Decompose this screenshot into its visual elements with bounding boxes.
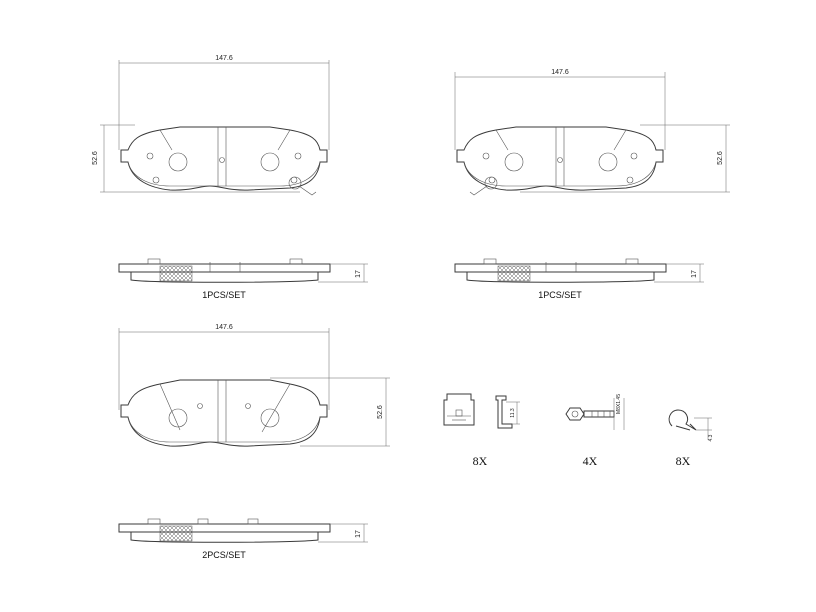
width-dimension: 147.6 <box>215 324 233 331</box>
width-dimension: 147.6 <box>215 55 233 62</box>
width-dimension: 147.6 <box>551 69 569 76</box>
clip-quantity: 8X <box>473 454 488 468</box>
clip-dimension: 11.3 <box>510 408 516 418</box>
set-label: 1PCS/SET <box>202 290 246 300</box>
set-label: 2PCS/SET <box>202 550 246 560</box>
spring-dimension: 4.3 <box>708 434 714 441</box>
pad-top-right-front: 147.6 52.6 <box>454 69 730 196</box>
spring-icon: 4.3 <box>668 409 714 441</box>
bolt-icon: M8X1.45 <box>565 394 625 430</box>
spring-quantity: 8X <box>676 454 691 468</box>
bolt-dimension: M8X1.45 <box>616 394 622 414</box>
height-dimension: 52.6 <box>377 405 384 419</box>
bolt-quantity: 4X <box>583 454 598 468</box>
set-label: 1PCS/SET <box>538 290 582 300</box>
pad-top-right-side: 17 1PCS/SET <box>454 258 704 300</box>
pad-top-left-side: 17 1PCS/SET <box>118 258 368 300</box>
height-dimension: 52.6 <box>717 151 724 165</box>
pad-top-left-front: 147.6 52.6 <box>92 55 330 196</box>
clip-icon <box>443 393 475 426</box>
pad-bottom-left-front: 147.6 52.6 <box>118 324 390 447</box>
thickness-dimension: 17 <box>355 270 362 278</box>
thickness-dimension: 17 <box>355 530 362 538</box>
pad-bottom-left-side: 17 2PCS/SET <box>118 518 368 560</box>
thickness-dimension: 17 <box>691 270 698 278</box>
height-dimension: 52.6 <box>92 151 99 165</box>
clip-side-icon: 11.3 <box>495 395 520 429</box>
